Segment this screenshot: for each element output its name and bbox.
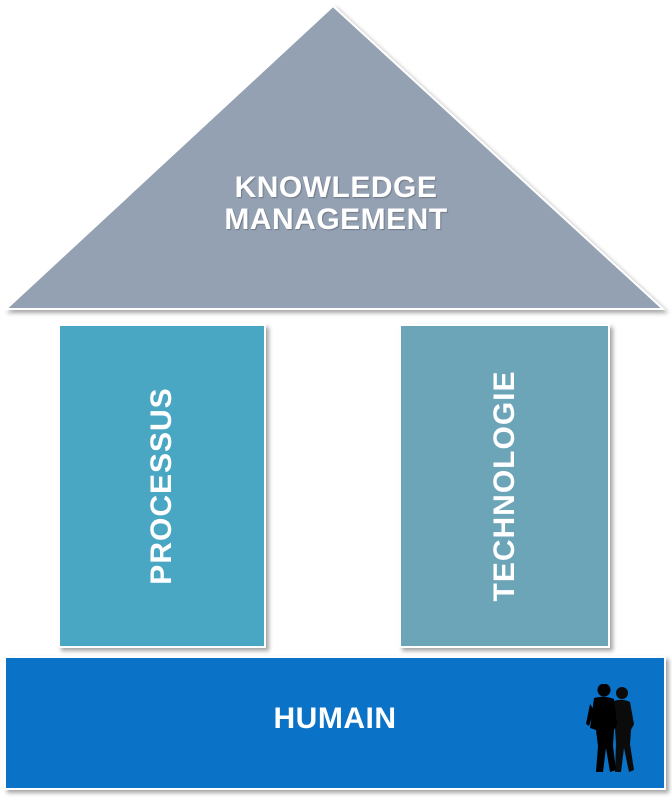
pillar-processus: PROCESSUS: [58, 324, 266, 648]
roof-title-line1: KNOWLEDGE: [234, 171, 438, 204]
pillar-technologie: TECHNOLOGIE: [399, 324, 610, 648]
pillar-processus-label: PROCESSUS: [145, 387, 178, 585]
base-humain: HUMAIN: [4, 656, 666, 790]
roof-triangle: [3, 4, 666, 310]
roof-title-line2: MANAGEMENT: [224, 203, 448, 236]
pillar-technologie-label: TECHNOLOGIE: [487, 370, 521, 602]
base-humain-label: HUMAIN: [273, 702, 397, 735]
people-silhouette-icon: [586, 684, 634, 772]
roof-title: KNOWLEDGE MANAGEMENT: [186, 172, 486, 236]
